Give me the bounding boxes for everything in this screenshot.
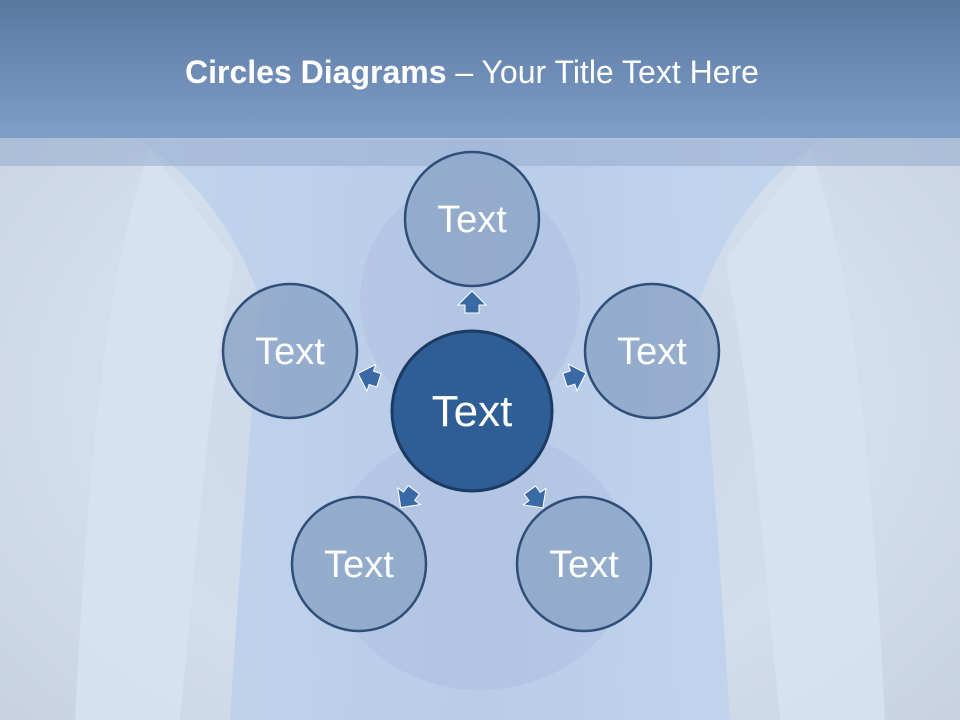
slide-title: Circles Diagrams – Your Title Text Here	[0, 54, 944, 91]
node-bottom-right-circle	[515, 495, 653, 633]
node-bottom-right-label: Text	[549, 544, 619, 586]
node-right[interactable]: Text	[583, 282, 721, 420]
arrow-right	[562, 363, 587, 393]
node-top-label: Text	[437, 199, 507, 241]
title-rest: – Your Title Text Here	[455, 54, 759, 90]
node-left-circle	[221, 282, 359, 420]
node-bottom-left[interactable]: Text	[290, 495, 428, 633]
node-right-circle	[583, 282, 721, 420]
arrow-left	[357, 363, 382, 393]
node-bottom-left-label: Text	[324, 544, 394, 586]
title-bold: Circles Diagrams	[185, 54, 447, 90]
node-left-label: Text	[255, 331, 325, 373]
arrow-bottom-left	[397, 484, 422, 509]
node-top-circle	[403, 150, 541, 288]
arrow-bottom-right	[522, 485, 547, 509]
node-bottom-right[interactable]: Text	[515, 495, 653, 633]
node-bottom-left-circle	[290, 495, 428, 633]
arrow-top	[456, 290, 488, 314]
title-bar	[0, 0, 960, 138]
node-top[interactable]: Text	[403, 150, 541, 288]
arrows	[357, 290, 587, 509]
node-center[interactable]: Text	[390, 329, 554, 493]
node-left[interactable]: Text	[221, 282, 359, 420]
node-center-label: Text	[432, 387, 513, 436]
node-right-label: Text	[617, 331, 687, 373]
node-center-circle	[390, 329, 554, 493]
